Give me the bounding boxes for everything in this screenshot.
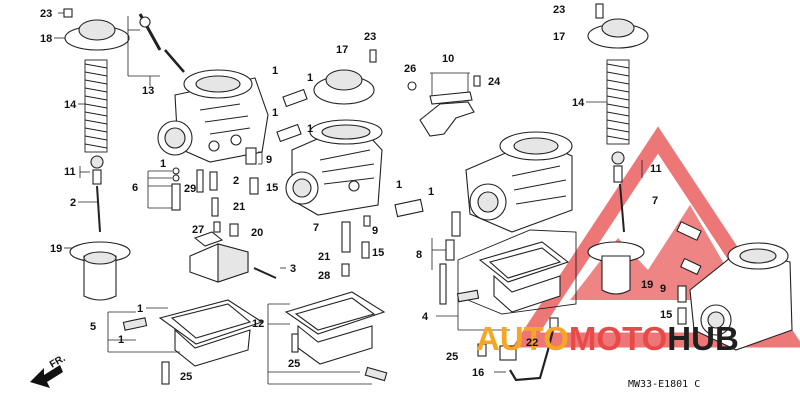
callout-10: 10 [442, 53, 454, 65]
callout-12: 12 [252, 318, 264, 330]
callout-1: 1 [428, 186, 434, 198]
callout-1: 1 [396, 179, 402, 191]
diagram-code: MW33-E1801 C [628, 379, 700, 390]
callout-6: 6 [132, 182, 138, 194]
callout-9: 9 [266, 154, 272, 166]
callout-17: 17 [336, 44, 348, 56]
callout-7: 7 [313, 222, 319, 234]
callout-21: 21 [233, 201, 245, 213]
callout-23: 23 [364, 31, 376, 43]
left-carburetor-body [127, 13, 269, 163]
watermark-text: AUTOMOTOHUB [476, 320, 739, 357]
spring-right [606, 59, 630, 145]
callout-1: 1 [307, 72, 313, 84]
callout-2: 2 [233, 175, 239, 187]
right-piston-assembly [586, 3, 649, 295]
middle-float-bowl [267, 291, 388, 385]
front-direction-label: FR. [48, 353, 68, 371]
callout-1: 1 [272, 65, 278, 77]
callout-15: 15 [266, 182, 278, 194]
callout-16: 16 [472, 367, 484, 379]
callout-22: 22 [526, 337, 538, 349]
callout-27: 27 [192, 224, 204, 236]
callout-29: 29 [184, 183, 196, 195]
callout-20: 20 [251, 227, 263, 239]
callout-24: 24 [488, 76, 501, 88]
callout-25: 25 [288, 358, 300, 370]
watermark-part-moto: MOTO [569, 320, 667, 357]
callout-28: 28 [318, 270, 330, 282]
right-carburetor-rear [676, 221, 793, 351]
callout-2: 2 [70, 197, 76, 209]
callout-14: 14 [64, 99, 77, 111]
callout-1: 1 [137, 303, 143, 315]
callout-7: 7 [652, 195, 658, 207]
callout-19: 19 [50, 243, 62, 255]
callout-14: 14 [572, 97, 585, 109]
watermark-part-hub: HUB [667, 320, 739, 357]
callout-1: 1 [118, 334, 124, 346]
front-direction-arrow: FR. [30, 353, 68, 388]
callout-11: 11 [650, 163, 662, 175]
middle-carburetor [276, 49, 383, 277]
left-piston-assembly [54, 8, 131, 301]
callout-23: 23 [553, 4, 565, 16]
callout-21: 21 [318, 251, 330, 263]
callout-15: 15 [660, 309, 672, 321]
callout-23: 23 [40, 8, 52, 20]
callout-17: 17 [553, 31, 565, 43]
callout-19: 19 [641, 279, 653, 291]
callout-labels: 23 18 14 11 2 19 13 1 6 29 2 21 27 20 9 … [40, 4, 672, 383]
callout-25: 25 [446, 351, 458, 363]
callout-11: 11 [64, 166, 76, 178]
air-cutoff-valve [189, 231, 286, 283]
callout-5: 5 [90, 321, 96, 333]
spring-left [84, 59, 108, 153]
svg-text:AUTOMOTOHUB: AUTOMOTOHUB [476, 320, 739, 357]
callout-1: 1 [307, 123, 313, 135]
callout-1: 1 [272, 107, 278, 119]
callout-3: 3 [290, 263, 296, 275]
callout-4: 4 [422, 311, 429, 323]
callout-18: 18 [40, 33, 52, 45]
callout-1: 1 [160, 158, 166, 170]
callout-9: 9 [660, 283, 666, 295]
callout-15: 15 [372, 247, 384, 259]
throttle-bracket [407, 72, 481, 137]
callout-8: 8 [416, 249, 422, 261]
left-jets-group [147, 147, 263, 237]
callout-9: 9 [372, 225, 378, 237]
left-float-bowl [107, 299, 264, 385]
callout-25: 25 [180, 371, 192, 383]
callout-13: 13 [142, 85, 154, 97]
watermark-part-auto: AUTO [476, 320, 569, 357]
callout-26: 26 [404, 63, 416, 75]
right-float-bowl [436, 229, 577, 331]
fuel-line [477, 317, 559, 382]
right-carburetor-front [394, 131, 573, 305]
